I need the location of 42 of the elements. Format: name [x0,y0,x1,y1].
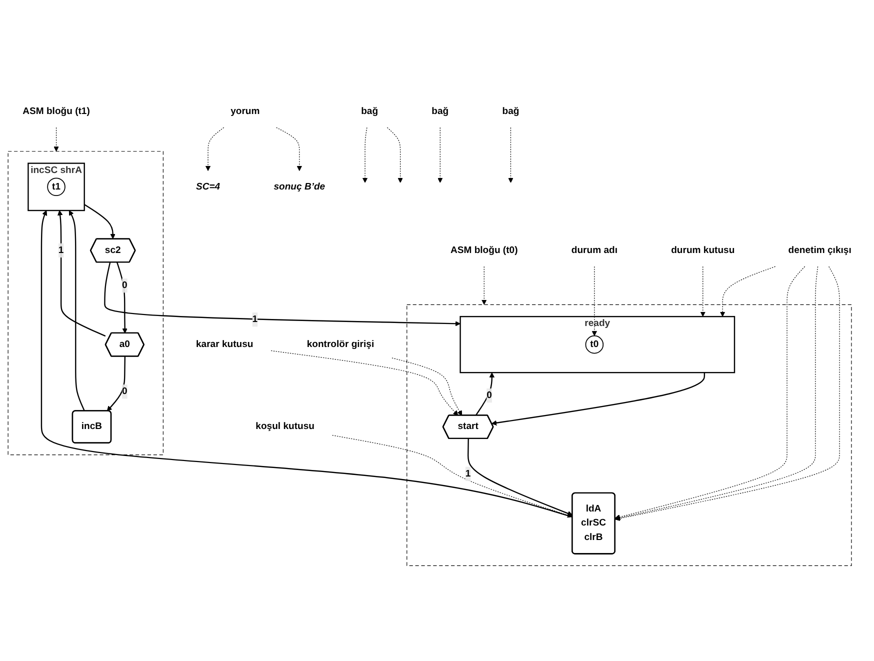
arrow [116,262,128,334]
arrow [68,210,85,411]
arrow [84,204,116,240]
comment-text: sonuç B’de [274,182,326,192]
leader-line [720,266,776,317]
annotation-label: durum kutusu [671,245,735,256]
annotation-label: denetim çıkışı [788,245,852,256]
conditional-output-box: incB [72,410,112,444]
annotation-label: ASM bloğu (t0) [450,245,518,256]
comment-text: SC=4 [196,182,220,192]
leader-line [592,266,598,336]
leader-line [276,127,302,172]
arrow [468,438,573,516]
leader-line [438,127,443,183]
arrow [106,356,126,412]
leader-line [332,435,573,518]
leader-line [700,266,706,317]
leader-line [270,350,458,416]
state-name-circle: t1 [47,178,66,196]
annotation-label: yorum [230,106,260,116]
annotation-label: durum adı [571,245,618,256]
annotation-label: bağ [502,106,520,116]
leader-line [386,127,403,183]
annotation-label: koşul kutusu [256,421,314,432]
arrow [40,210,572,518]
arrow [491,372,706,426]
leader-line [392,358,462,416]
annotation-label: kontrolör girişi [306,339,374,350]
arrow [475,372,495,416]
arrow [104,262,461,326]
annotation-label: karar kutusu [196,339,254,350]
leader-line [482,266,487,305]
leader-line [508,127,514,183]
leader-line [362,127,368,183]
conditional-output-box: ldA clrSC clrB [572,492,616,554]
state-name-circle: t0 [585,335,604,354]
annotation-label: ASM bloğu (t1) [22,106,90,116]
annotation-label: bağ [361,106,378,116]
leader-line [54,127,59,152]
arrow [58,210,106,337]
annotation-label: bağ [432,106,449,116]
leader-line [205,127,224,172]
